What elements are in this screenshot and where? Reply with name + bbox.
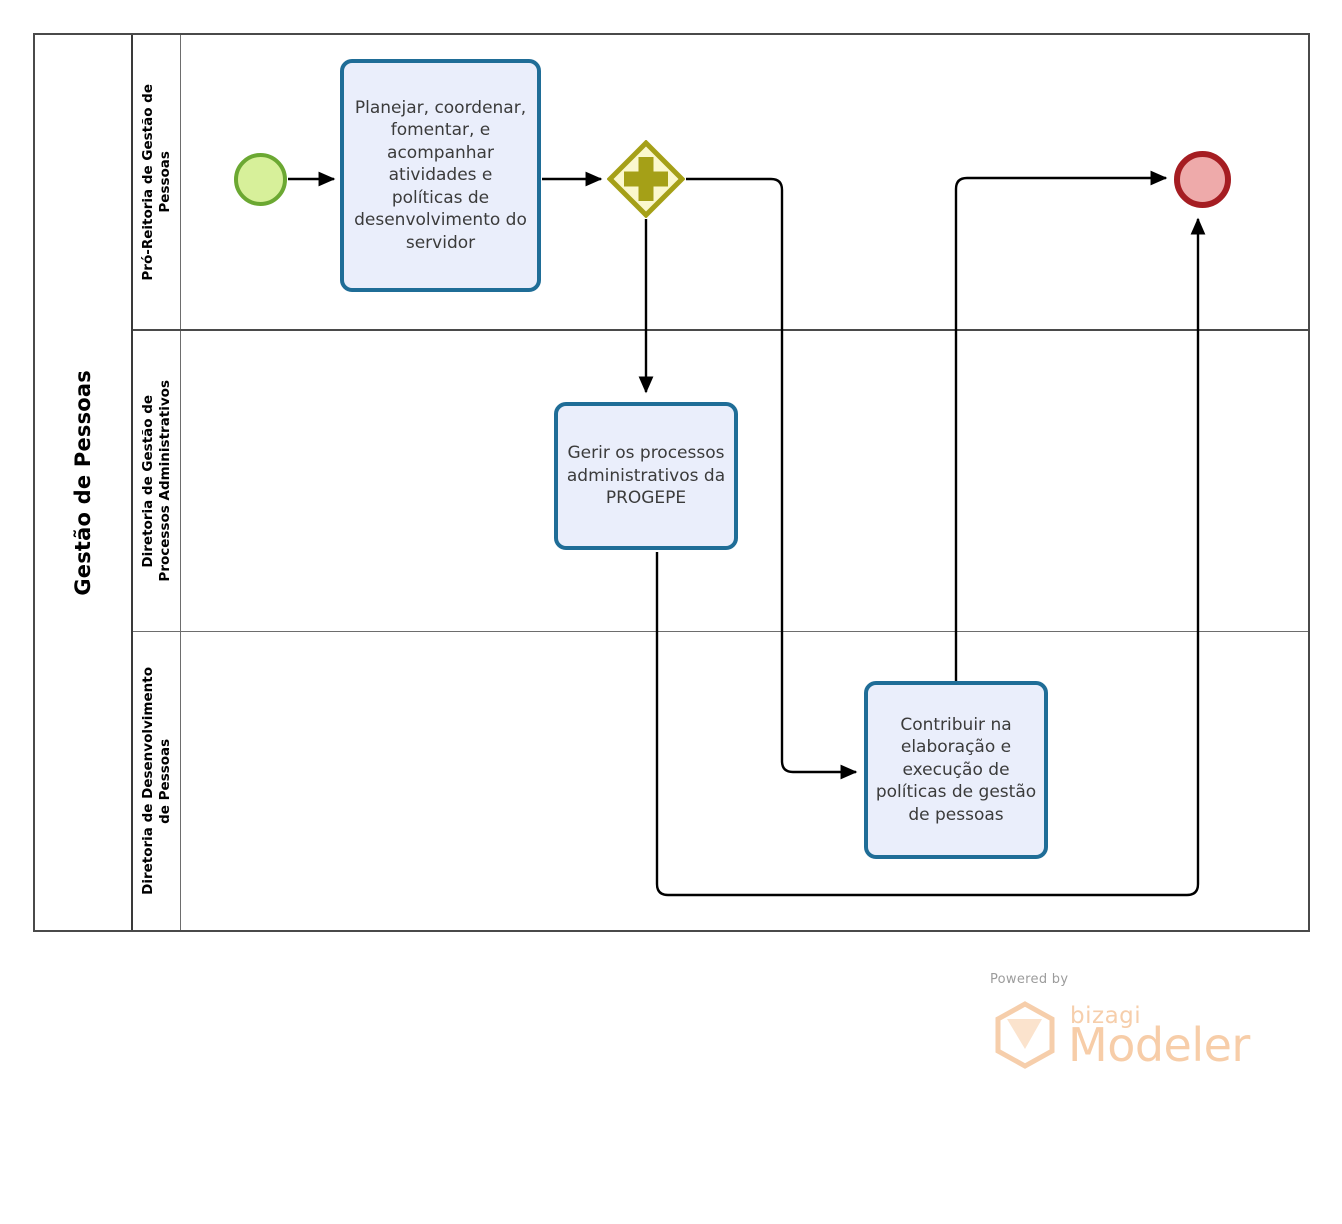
task-contribuir-label: Contribuir na elaboração e execução de p… [875,714,1037,825]
start-event[interactable] [234,153,287,206]
lane-header-pro-reitoria: Pró-Reitoria de Gestão de Pessoas [133,35,181,329]
lane-header-desenvolvimento: Diretoria de Desenvolvimento de Pessoas [133,632,181,930]
lane-desenvolvimento[interactable]: Diretoria de Desenvolvimento de Pessoas [133,632,1308,930]
task-gerir-label: Gerir os processos administrativos da PR… [566,443,726,509]
lane-header-gestao-processos: Diretoria de Gestão de Processos Adminis… [133,331,181,631]
lane-label-desenvolvimento: Diretoria de Desenvolvimento de Pessoas [139,667,173,895]
bizagi-product-text: Modeler [1068,1018,1250,1072]
task-gerir[interactable]: Gerir os processos administrativos da PR… [554,402,738,550]
end-event[interactable] [1174,151,1231,208]
powered-by-label: Powered by [990,972,1069,987]
lane-label-gestao-processos: Diretoria de Gestão de Processos Adminis… [139,380,173,582]
pool-header: Gestão de Pessoas [35,35,133,930]
task-planejar-label: Planejar, coordenar, fomentar, e acompan… [354,97,527,253]
task-contribuir[interactable]: Contribuir na elaboração e execução de p… [864,681,1048,859]
bizagi-hex-logo-icon [995,1001,1055,1069]
bizagi-watermark: Powered by bizagi Modeler [970,972,1260,1072]
parallel-gateway[interactable] [607,140,685,218]
plus-icon [624,157,668,201]
pool-title: Gestão de Pessoas [71,369,95,596]
lane-pro-reitoria[interactable]: Pró-Reitoria de Gestão de Pessoas [133,35,1308,331]
bizagi-brand-text: bizagi [1070,1003,1142,1029]
lane-label-pro-reitoria: Pró-Reitoria de Gestão de Pessoas [139,83,173,281]
task-planejar[interactable]: Planejar, coordenar, fomentar, e acompan… [340,59,541,292]
